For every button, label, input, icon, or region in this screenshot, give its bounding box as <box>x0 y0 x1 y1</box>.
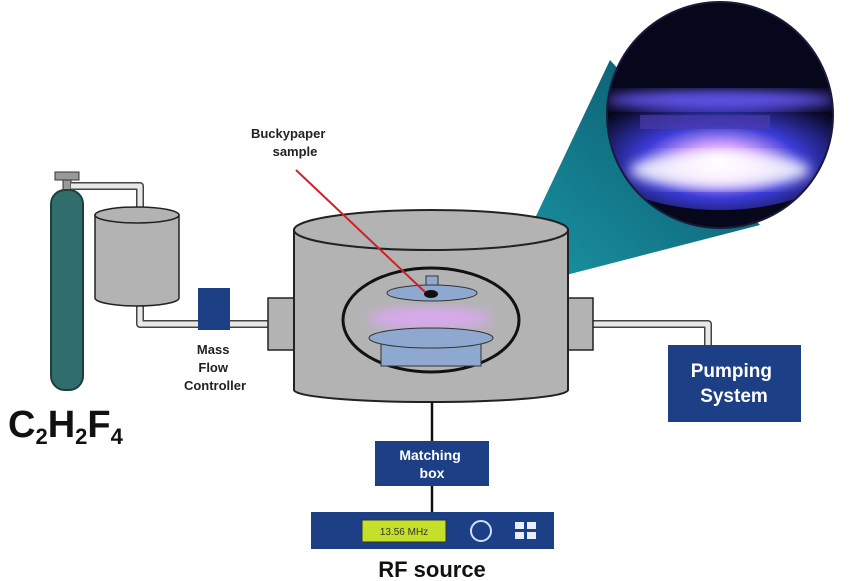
matching-label: Matching <box>399 447 460 463</box>
svg-text:Mass Flow Controller: Mass Flow Controller <box>184 342 246 393</box>
svg-text:Matching box: Matching box <box>399 447 464 481</box>
svg-text:Pumping System: Pumping System <box>691 361 778 407</box>
frequency-display <box>361 519 447 543</box>
gas-cylinder <box>50 171 84 391</box>
grid-buttons-icon <box>515 522 536 539</box>
knob-icon <box>470 520 492 542</box>
gas-reservoir <box>94 206 180 307</box>
plasma-glow <box>368 307 492 329</box>
sample-label: Buckypaper <box>251 126 325 141</box>
plasma-photo-inset <box>607 2 833 228</box>
pumping-label: Pumping <box>691 361 772 382</box>
mfc-label: Mass <box>197 342 230 357</box>
svg-text:Buckypaper sample: Buckypaper sample <box>251 126 329 159</box>
pumping-system-box <box>668 345 801 422</box>
sample-pointer <box>295 169 426 293</box>
mass-flow-controller <box>198 288 230 330</box>
matching-box <box>375 441 489 486</box>
rf-source-label: RF source <box>378 557 486 581</box>
plasma-chamber <box>267 209 594 403</box>
buckypaper-sample <box>424 290 438 298</box>
rf-source: 13.56 MHz <box>311 512 554 549</box>
gas-formula: C2H2F4 <box>8 404 124 449</box>
frequency-readout: 13.56 MHz <box>380 527 428 538</box>
